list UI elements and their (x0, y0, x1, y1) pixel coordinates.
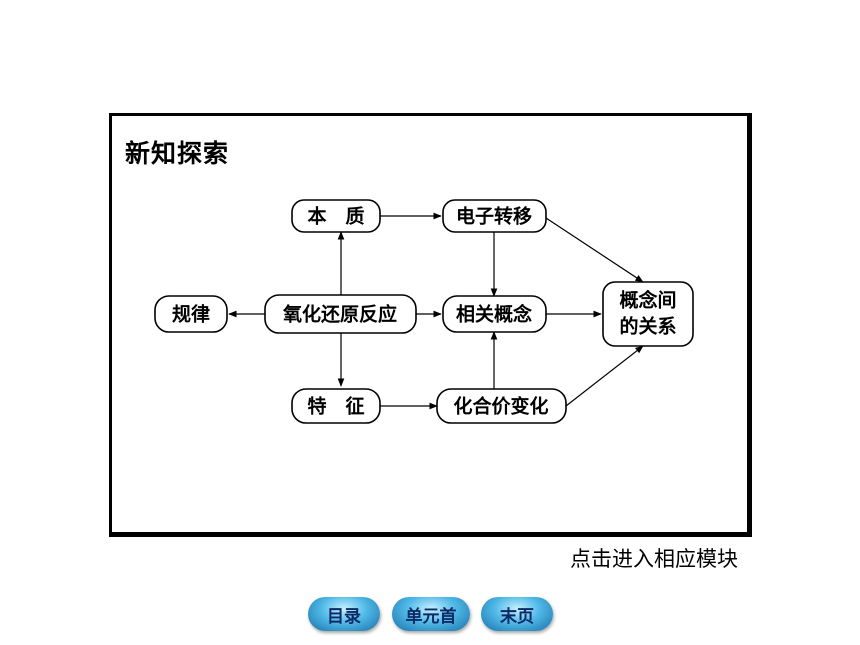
hint-text: 点击进入相应模块 (570, 547, 738, 571)
contents-button[interactable]: 目录 (308, 597, 380, 631)
node-guilv-box (154, 295, 228, 333)
node-gainian-label-1: 概念间 (619, 289, 676, 312)
node-tezheng-box (291, 388, 381, 424)
panel-title: 新知探索 (125, 139, 230, 168)
last-page-button[interactable]: 末页 (481, 597, 553, 631)
node-gainian-box (602, 281, 694, 347)
node-guilv-label: 规律 (172, 303, 210, 326)
node-huahe-label: 化合价变化 (453, 395, 548, 418)
node-dianzi-box (442, 199, 547, 233)
node-yanghua-label: 氧化还原反应 (283, 303, 397, 326)
node-gainian-label-2: 的关系 (619, 315, 676, 338)
node-yanghua-box (264, 294, 417, 334)
node-tezheng-label: 特 征 (307, 395, 364, 418)
node-huahe-box (436, 388, 567, 424)
arrow-dianzi-to-gainian (545, 217, 644, 283)
node-benzhi-label: 本 质 (307, 205, 364, 228)
node-xiangguan-box (442, 295, 547, 333)
node-dianzi-label: 电子转移 (456, 205, 532, 228)
node-xiangguan-label: 相关概念 (456, 303, 532, 326)
unit-home-button[interactable]: 单元首 (392, 597, 470, 631)
node-benzhi-box (291, 199, 381, 233)
arrow-huahe-to-gainian (565, 345, 644, 407)
